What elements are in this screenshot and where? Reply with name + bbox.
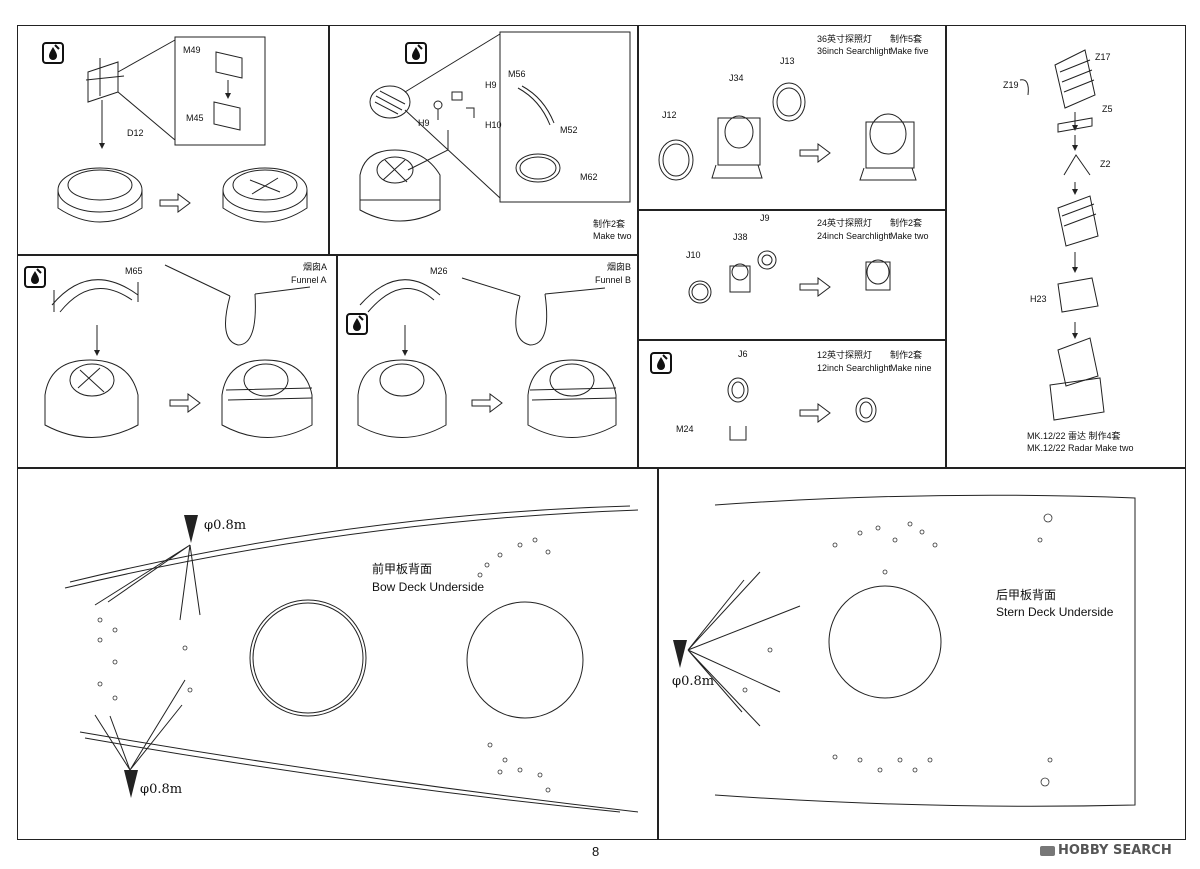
stern-holes bbox=[742, 513, 1053, 787]
searchlight-title-en: 12inch Searchlight bbox=[817, 363, 892, 373]
stern-deck-title-en: Stern Deck Underside bbox=[996, 605, 1114, 619]
part-label-j10: J10 bbox=[686, 250, 701, 260]
bow-deck-outline bbox=[64, 505, 639, 813]
part-label-m56: M56 bbox=[508, 69, 526, 79]
part-label-h23: H23 bbox=[1030, 294, 1047, 304]
part-label-m45: M45 bbox=[186, 113, 204, 123]
glue-icon bbox=[650, 352, 672, 374]
panel-ventilator-assembly bbox=[17, 25, 329, 255]
make-count-cn: 制作2套 bbox=[593, 219, 626, 229]
funnel-name-cn: 烟囱B bbox=[607, 262, 632, 272]
radar-illustration bbox=[1019, 49, 1105, 421]
panel-funnel-top-assembly bbox=[329, 25, 638, 255]
part-label-h9: H9 bbox=[418, 118, 430, 128]
part-label-m49: M49 bbox=[183, 45, 201, 55]
make-count-cn: 制作2套 bbox=[890, 350, 923, 360]
drill-markers bbox=[124, 515, 687, 798]
glue-icon bbox=[42, 42, 64, 64]
glue-icon bbox=[24, 266, 46, 288]
bow-holes bbox=[97, 537, 551, 793]
watermark: HOBBY SEARCH bbox=[1040, 843, 1172, 858]
drill-size-label: φ0.8m bbox=[672, 674, 715, 689]
part-label-j13: J13 bbox=[780, 56, 795, 66]
radar-caption-cn: MK.12/22 雷达 制作4套 bbox=[1027, 431, 1121, 441]
panel-bow-deck-underside bbox=[17, 468, 658, 840]
part-label-h9: H9 bbox=[485, 80, 497, 90]
funnel-name-cn: 烟囱A bbox=[303, 262, 328, 272]
funnel-top-illustration bbox=[359, 31, 631, 222]
funnel-b-illustration bbox=[357, 277, 617, 438]
drill-size-label: φ0.8m bbox=[140, 782, 183, 797]
ventilator-illustration bbox=[57, 36, 308, 223]
page-number: 8 bbox=[592, 844, 600, 859]
stern-deck-title-cn: 后甲板背面 bbox=[996, 588, 1057, 602]
funnel-name-en: Funnel A bbox=[291, 275, 327, 285]
make-count-cn: 制作5套 bbox=[890, 34, 923, 44]
searchlight-36-illustration bbox=[658, 82, 917, 181]
searchlight-24-illustration bbox=[688, 250, 891, 304]
make-count-en: Make two bbox=[593, 231, 632, 241]
searchlight-title-cn: 36英寸探照灯 bbox=[817, 34, 873, 44]
panel-12inch-searchlight bbox=[638, 340, 946, 468]
funnel-name-en: Funnel B bbox=[595, 275, 632, 285]
searchlight-title-cn: 12英寸探照灯 bbox=[817, 350, 873, 360]
watermark-text: HOBBY SEARCH bbox=[1058, 843, 1172, 858]
part-label-j9: J9 bbox=[760, 213, 770, 223]
bow-deck-title-en: Bow Deck Underside bbox=[372, 580, 485, 594]
panel-funnel-a bbox=[17, 255, 337, 468]
searchlight-title-en: 24inch Searchlight bbox=[817, 231, 892, 241]
part-label-z17: Z17 bbox=[1095, 52, 1111, 62]
make-count-cn: 制作2套 bbox=[890, 218, 923, 228]
bow-deck-title-cn: 前甲板背面 bbox=[372, 562, 433, 576]
part-label-m24: M24 bbox=[676, 424, 694, 434]
panel-24inch-searchlight bbox=[638, 210, 946, 340]
camera-icon bbox=[1040, 845, 1055, 856]
part-label-m65: M65 bbox=[125, 266, 143, 276]
searchlight-12-illustration bbox=[727, 377, 877, 441]
part-label-d12: D12 bbox=[127, 128, 144, 138]
make-count-en: Make two bbox=[890, 231, 929, 241]
part-label-m52: M52 bbox=[560, 125, 578, 135]
panel-36inch-searchlight bbox=[638, 25, 946, 210]
part-label-m62: M62 bbox=[580, 172, 598, 182]
part-label-z2: Z2 bbox=[1100, 159, 1111, 169]
glue-icon bbox=[346, 313, 368, 335]
part-label-j34: J34 bbox=[729, 73, 744, 83]
panel-radar bbox=[946, 25, 1186, 468]
part-label-h10: H10 bbox=[485, 120, 502, 130]
funnel-a-illustration bbox=[44, 264, 313, 438]
part-label-m26: M26 bbox=[430, 266, 448, 276]
glue-icon bbox=[405, 42, 427, 64]
stern-deck-outline bbox=[687, 494, 1136, 807]
part-label-z5: Z5 bbox=[1102, 104, 1113, 114]
part-label-j6: J6 bbox=[738, 349, 748, 359]
make-count-en: Make five bbox=[890, 46, 929, 56]
part-label-z19: Z19 bbox=[1003, 80, 1019, 90]
searchlight-title-cn: 24英寸探照灯 bbox=[817, 218, 873, 228]
panel-funnel-b bbox=[337, 255, 638, 468]
part-label-j12: J12 bbox=[662, 110, 677, 120]
panel-stern-deck-underside bbox=[658, 468, 1186, 840]
radar-caption-en: MK.12/22 Radar Make two bbox=[1027, 443, 1134, 453]
make-count-en: Make nine bbox=[890, 363, 932, 373]
searchlight-title-en: 36inch Searchlight bbox=[817, 46, 892, 56]
drill-size-label: φ0.8m bbox=[204, 518, 247, 533]
part-label-j38: J38 bbox=[733, 232, 748, 242]
